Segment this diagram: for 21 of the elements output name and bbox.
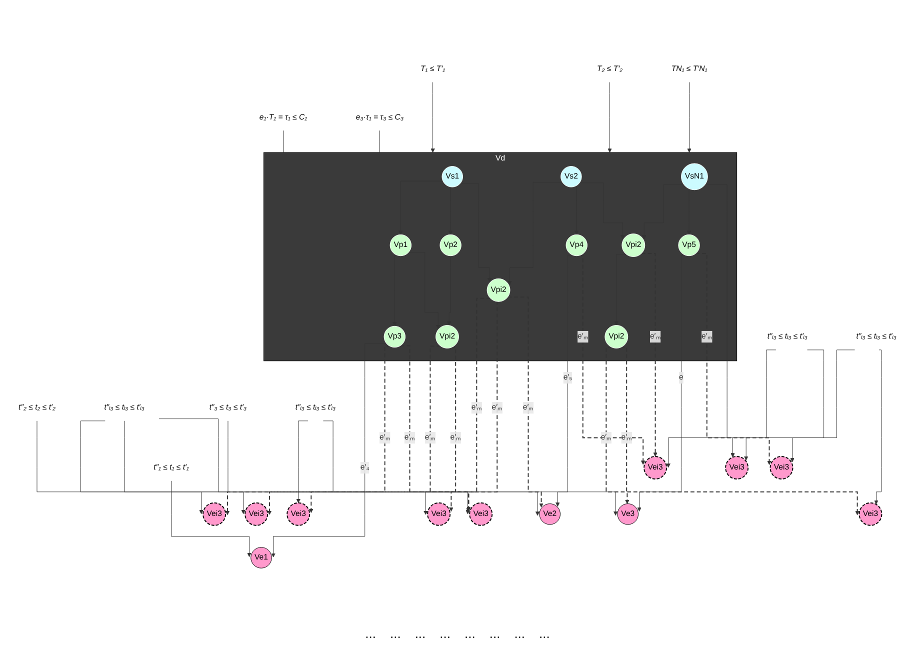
ellipsis-note: ... xyxy=(514,626,526,641)
arrow xyxy=(449,301,498,512)
ellipsis-note: ... xyxy=(390,626,401,641)
arrow xyxy=(640,252,658,457)
arrow xyxy=(620,346,630,504)
arrow xyxy=(225,347,456,516)
arrow xyxy=(507,296,544,508)
ellipsis-note: ... xyxy=(489,626,500,641)
ellipsis-note: ... xyxy=(539,626,550,641)
arrow xyxy=(695,253,772,465)
arrow xyxy=(309,346,392,513)
ellipsis-note: ... xyxy=(464,626,476,641)
connector xyxy=(283,130,284,153)
ellipsis-note: ... xyxy=(440,626,450,641)
ellipsis-note: ... xyxy=(414,626,426,641)
arrow xyxy=(606,346,860,516)
connector xyxy=(379,130,380,153)
arrow xyxy=(267,298,492,515)
ellipsis-note: ... xyxy=(365,626,376,641)
arrow xyxy=(430,346,471,511)
arrow xyxy=(400,345,470,512)
